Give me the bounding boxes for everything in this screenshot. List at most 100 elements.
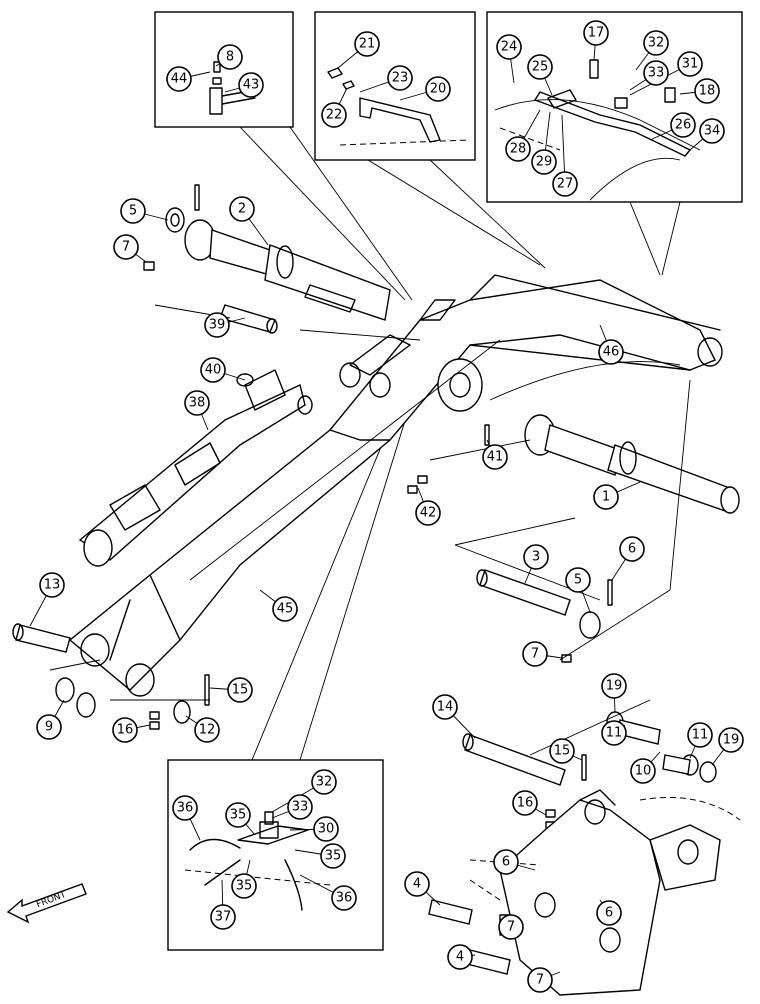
callout-circle (287, 794, 313, 820)
callout-circle (225, 802, 251, 828)
callout-6: 6 (596, 899, 622, 926)
callout-circle (229, 196, 255, 222)
inset-bottom-parts (184, 811, 331, 911)
callout-number: 7 (122, 240, 130, 255)
callout-37: 37 (210, 879, 236, 930)
inset-top-left-parts (209, 61, 256, 115)
callout-18: 18 (679, 78, 720, 104)
callout-circle (113, 234, 139, 260)
callout-35: 35 (294, 843, 346, 869)
callout-35: 35 (225, 802, 256, 836)
callout-circle (415, 500, 441, 526)
callout-number: 15 (554, 744, 571, 759)
callout-circle (493, 849, 519, 875)
callout-circle (522, 641, 548, 667)
callout-number: 8 (226, 50, 234, 65)
callout-circle (387, 65, 413, 91)
callout-circle (166, 66, 192, 92)
callout-circle (565, 567, 591, 593)
callout-36: 36 (172, 795, 201, 841)
callout-circle (670, 112, 696, 138)
callout-circle (596, 900, 622, 926)
callout-circle (718, 727, 744, 753)
callout-number: 7 (536, 973, 544, 988)
callout-number: 11 (606, 726, 623, 741)
callout-number: 24 (501, 40, 518, 55)
callout-41: 41 (482, 439, 508, 470)
inset-top-middle-parts (327, 67, 471, 146)
inset-bottom (167, 759, 384, 951)
callout-circle (313, 816, 339, 842)
callout-25: 25 (527, 54, 553, 96)
callout-circle (425, 76, 451, 102)
callout-number: 25 (532, 60, 549, 75)
callout-32: 32 (271, 769, 337, 813)
callout-12: 12 (185, 715, 220, 743)
callout-7: 7 (527, 967, 561, 993)
callout-14: 14 (432, 694, 476, 739)
callout-4: 4 (447, 944, 476, 970)
callout-2: 2 (229, 196, 269, 246)
callout-circle (505, 136, 531, 162)
callout-16: 16 (512, 790, 547, 816)
callout-22: 22 (321, 87, 348, 128)
callout-circle (200, 357, 226, 383)
callout-33: 33 (271, 794, 313, 820)
callout-number: 27 (557, 177, 574, 192)
callout-circle (630, 758, 656, 784)
callout-24: 24 (496, 34, 522, 84)
callout-number: 6 (605, 906, 613, 921)
callout-circle (272, 596, 298, 622)
callout-19: 19 (711, 727, 744, 766)
callout-circle (227, 677, 253, 703)
callout-circle (210, 904, 236, 930)
callout-circle (217, 44, 243, 70)
callout-5: 5 (565, 567, 591, 613)
callout-number: 40 (205, 363, 222, 378)
callout-number: 35 (236, 879, 253, 894)
callout-number: 44 (171, 72, 188, 87)
callout-number: 4 (413, 877, 421, 892)
callout-circle (699, 118, 725, 144)
callout-circle (643, 30, 669, 56)
callout-number: 14 (437, 700, 454, 715)
callout-26: 26 (649, 112, 696, 141)
callout-number: 5 (574, 573, 582, 588)
callout-20: 20 (399, 76, 451, 102)
callout-number: 7 (531, 647, 539, 662)
callout-circle (549, 738, 575, 764)
callout-number: 9 (45, 720, 53, 735)
callout-number: 41 (487, 450, 504, 465)
callouts: 1234567891011121314151617181920212223242… (29, 20, 744, 993)
callout-number: 26 (675, 118, 692, 133)
callout-circle (311, 769, 337, 795)
callout-19: 19 (601, 673, 627, 713)
callout-circle (677, 51, 703, 77)
callout-46: 46 (598, 324, 624, 365)
assembly-lines (49, 304, 691, 756)
callout-circle (194, 717, 220, 743)
callout-number: 45 (277, 602, 294, 617)
callout-33: 33 (629, 60, 669, 91)
callout-39: 39 (204, 312, 246, 338)
callout-number: 42 (420, 506, 437, 521)
callout-number: 18 (699, 84, 716, 99)
callout-34: 34 (689, 118, 725, 151)
callout-circle (498, 914, 524, 940)
callout-38: 38 (184, 390, 210, 431)
callout-17: 17 (583, 20, 609, 61)
callout-43: 43 (224, 72, 264, 98)
callout-32: 32 (635, 30, 669, 71)
callout-number: 38 (189, 396, 206, 411)
callout-11: 11 (601, 720, 627, 746)
callout-circle (39, 572, 65, 598)
callout-30: 30 (289, 816, 339, 842)
callout-5: 5 (120, 198, 169, 224)
front-arrow: FRONT (6, 883, 87, 924)
callout-circle (527, 967, 553, 993)
arm-bracket (469, 789, 741, 996)
callout-circle (687, 722, 713, 748)
callout-7: 7 (522, 641, 563, 667)
callout-number: 11 (692, 728, 709, 743)
